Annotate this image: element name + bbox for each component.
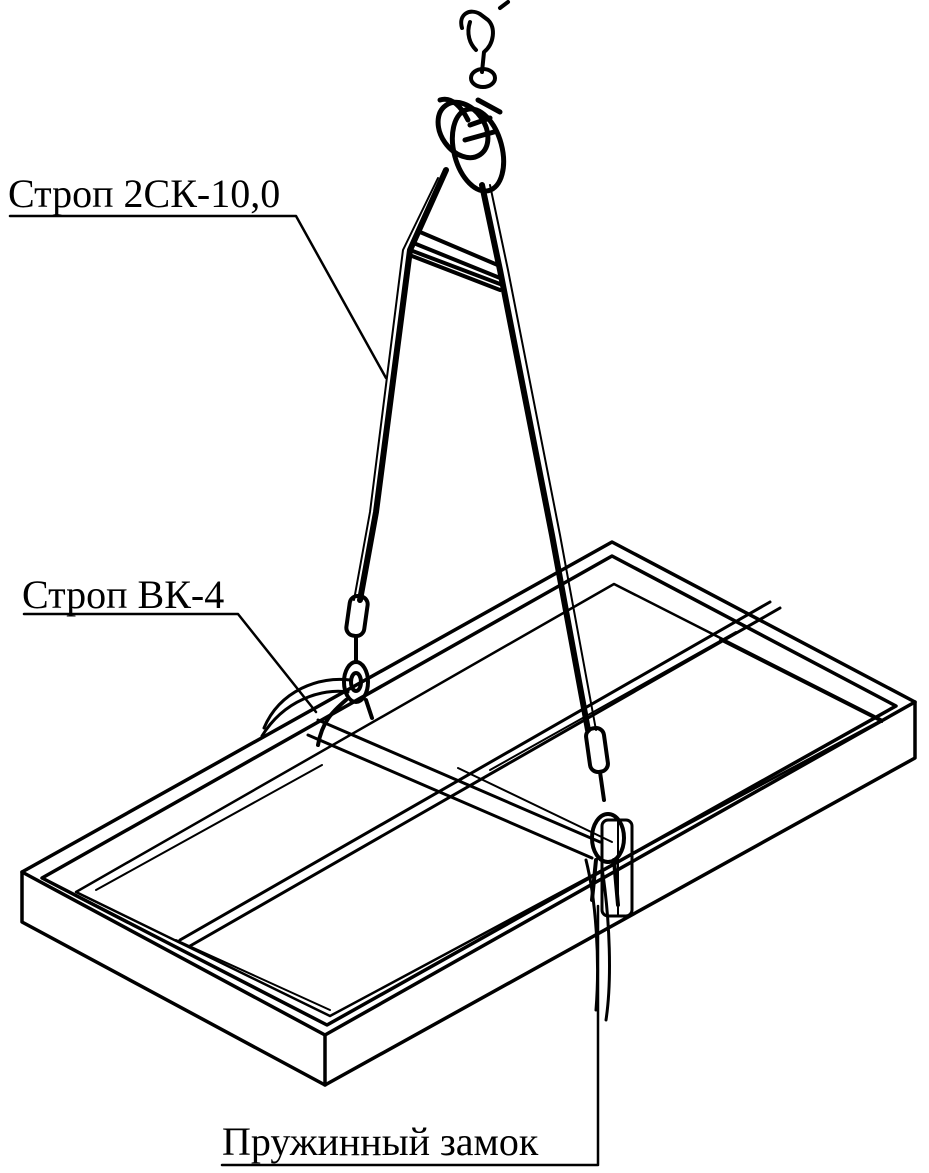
leader-lines [8, 214, 600, 1167]
crane-hook [459, 0, 510, 89]
sling-leg-right [479, 182, 597, 733]
sling-leg-left [353, 167, 449, 603]
label-sling-2sk: Строп 2СК-10,0 [8, 171, 281, 216]
label-sling-vk4: Строп ВК-4 [22, 572, 225, 617]
strap-vk4 [260, 677, 352, 738]
panel-frame [20, 540, 917, 1087]
label-spring-lock: Пружинный замок [222, 1119, 539, 1164]
spreader-band [408, 230, 502, 292]
master-link [435, 96, 507, 194]
